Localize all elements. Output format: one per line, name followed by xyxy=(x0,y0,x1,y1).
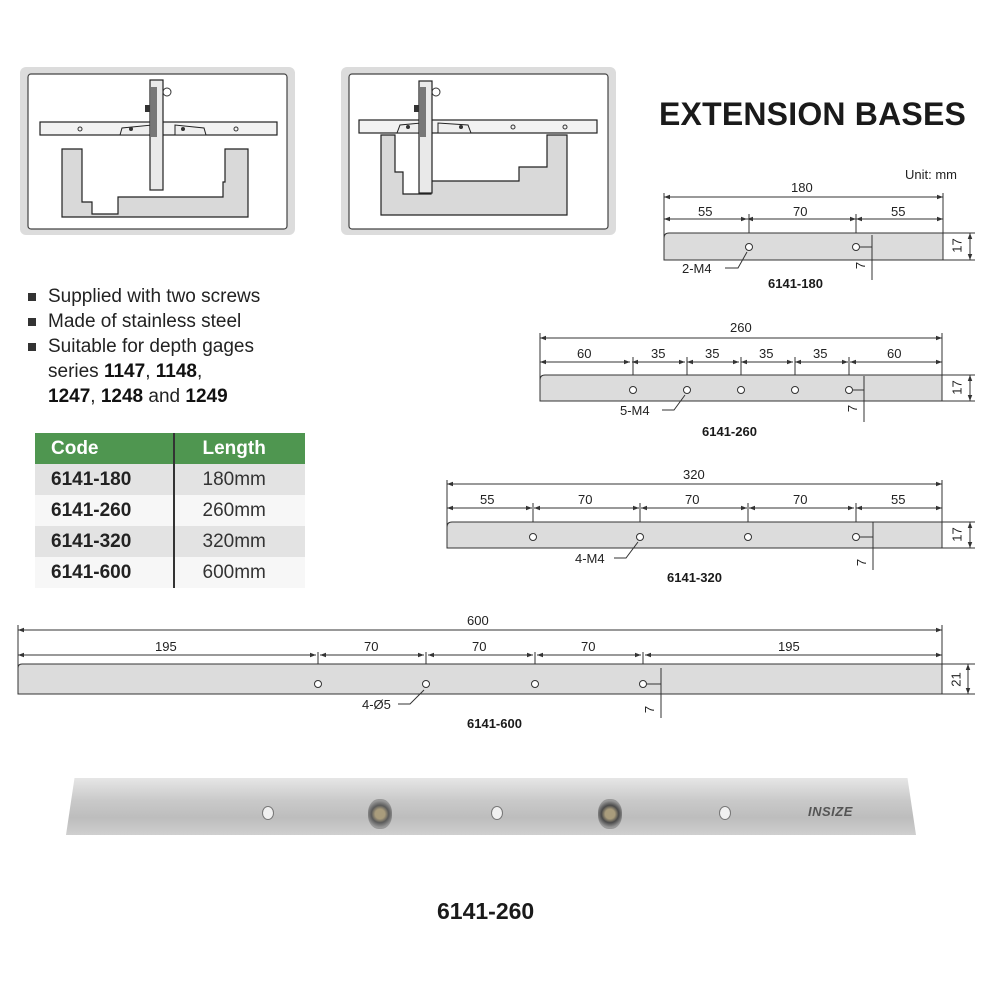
dim-segment: 195 xyxy=(778,639,800,654)
depth-gage-centered-diagram xyxy=(27,73,288,230)
holes-callout: 4-Ø5 xyxy=(362,697,391,712)
dim-segment: 70 xyxy=(685,492,700,507)
screw-icon xyxy=(368,799,392,829)
dim-segment: 70 xyxy=(364,639,379,654)
dim-hole-offset: 7 xyxy=(845,404,861,413)
hole xyxy=(719,806,731,820)
dim-segment: 70 xyxy=(793,492,808,507)
dim-hole-offset: 7 xyxy=(642,705,658,714)
dim-height: 21 xyxy=(948,672,964,687)
header-code: Code xyxy=(35,433,174,464)
dim-height: 17 xyxy=(949,380,965,395)
feature-list: Supplied with two screws Made of stainle… xyxy=(28,284,260,409)
table-header-row: Code Length xyxy=(35,433,305,464)
compatible-series-line1: series 1147, 1148, xyxy=(48,361,203,382)
dim-height: 17 xyxy=(949,527,965,542)
drawing-code-label: 6141-320 xyxy=(667,570,722,585)
dim-segment: 70 xyxy=(793,204,808,219)
dim-segment: 195 xyxy=(155,639,177,654)
usage-illustration-offset xyxy=(341,67,616,235)
depth-gage-offset-diagram xyxy=(348,73,609,230)
bullet-square-icon xyxy=(28,318,36,326)
bullet-square-icon xyxy=(28,343,36,351)
header-length: Length xyxy=(172,433,305,464)
hole xyxy=(262,806,274,820)
drawing-code-label: 6141-180 xyxy=(768,276,823,291)
drawing-code-label: 6141-260 xyxy=(702,424,757,439)
compatible-series-line2: 1247, 1248 and 1249 xyxy=(48,386,228,407)
dim-segment: 60 xyxy=(577,346,592,361)
bullet-square-icon xyxy=(28,293,36,301)
dim-segment: 55 xyxy=(891,492,906,507)
usage-illustration-centered xyxy=(20,67,295,235)
holes-callout: 2-M4 xyxy=(682,261,712,276)
dim-segment: 35 xyxy=(705,346,720,361)
dim-hole-offset: 7 xyxy=(854,558,870,567)
holes-callout: 5-M4 xyxy=(620,403,650,418)
holes-callout: 4-M4 xyxy=(575,551,605,566)
page-title: EXTENSION BASES xyxy=(659,96,967,132)
dim-total-600: 600 xyxy=(467,613,489,628)
technical-drawings xyxy=(17,193,975,718)
feature-item: Supplied with two screws xyxy=(28,284,260,309)
dim-total-260: 260 xyxy=(730,320,752,335)
feature-item: Suitable for depth gages xyxy=(28,334,260,359)
photo-caption: 6141-260 xyxy=(437,898,535,924)
product-photo: INSIZE xyxy=(66,778,916,835)
dim-total-180: 180 xyxy=(791,180,813,195)
dim-segment: 60 xyxy=(887,346,902,361)
dim-total-320: 320 xyxy=(683,467,705,482)
dim-segment: 70 xyxy=(472,639,487,654)
dim-segment: 35 xyxy=(651,346,666,361)
dim-height: 17 xyxy=(949,238,965,253)
brand-logo: INSIZE xyxy=(808,804,853,819)
dim-segment: 35 xyxy=(813,346,828,361)
feature-item: Made of stainless steel xyxy=(28,309,260,334)
dim-segment: 55 xyxy=(698,204,713,219)
dim-segment: 35 xyxy=(759,346,774,361)
dim-segment: 70 xyxy=(581,639,596,654)
dim-segment: 55 xyxy=(891,204,906,219)
unit-label: Unit: mm xyxy=(905,167,957,182)
hole xyxy=(491,806,503,820)
screw-icon xyxy=(598,799,622,829)
drawing-code-label: 6141-600 xyxy=(467,716,522,731)
dim-segment: 70 xyxy=(578,492,593,507)
dim-hole-offset: 7 xyxy=(853,261,869,270)
dim-segment: 55 xyxy=(480,492,495,507)
